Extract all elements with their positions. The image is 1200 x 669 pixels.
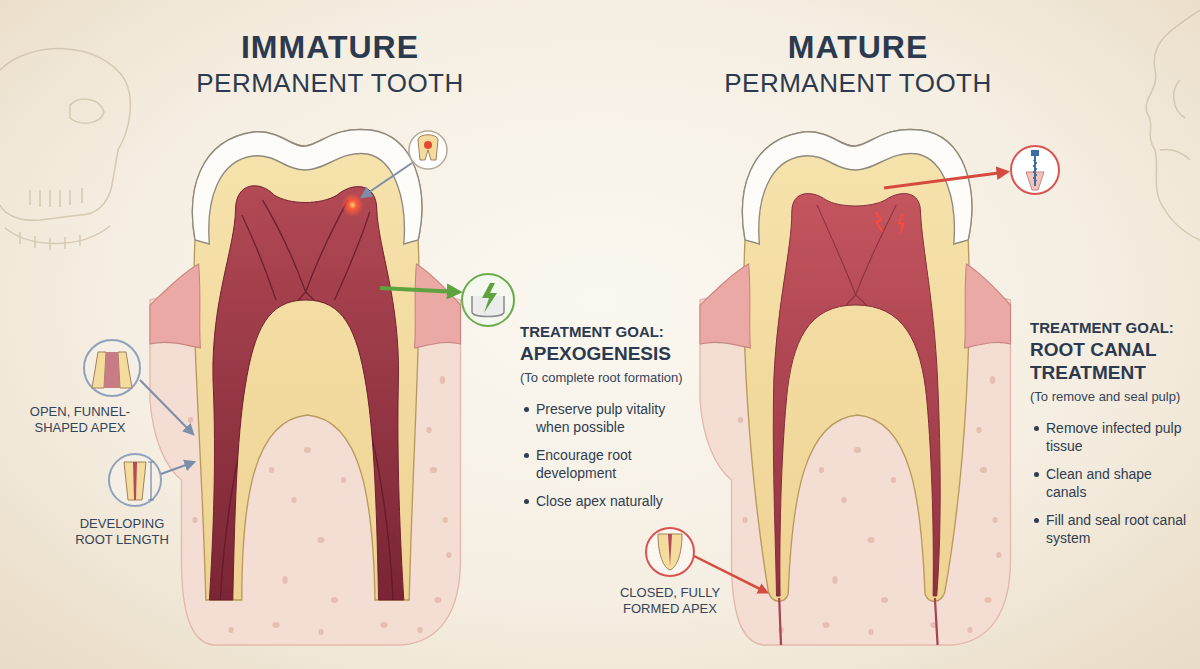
bullet-text: Remove infected pulp tissue	[1046, 419, 1188, 455]
closed-apex-callout	[646, 528, 694, 576]
root-length-callout	[124, 462, 146, 500]
skull-sketch	[0, 49, 130, 221]
panel-subheading: PERMANENT TOOTH	[130, 68, 530, 98]
immature-tooth	[150, 129, 461, 645]
bullet-text: Close apex naturally	[536, 492, 691, 510]
goal-name: ROOT CANAL TREATMENT	[1030, 338, 1188, 384]
bullet-text: Clean and shape canals	[1046, 465, 1188, 501]
apexogenesis-callout	[380, 274, 514, 326]
inflammation-callout	[418, 135, 438, 160]
apexogenesis-callout	[462, 274, 514, 326]
bullet-text: Fill and seal root canal system	[1046, 511, 1188, 547]
pulp-vessels	[778, 205, 935, 600]
bullet-dot	[524, 453, 529, 458]
callout-label: DEVELOPING ROOT LENGTH	[62, 516, 182, 548]
skull-sketch	[20, 232, 80, 250]
skull-sketch	[70, 99, 104, 123]
root-canal-callout	[884, 172, 1006, 188]
inflammation-callout	[409, 131, 447, 169]
enamel	[192, 129, 421, 244]
inflammation-callout	[362, 163, 412, 197]
panel-heading: MATURE	[658, 28, 1058, 66]
pulp	[209, 186, 403, 600]
bullet-text: Encourage root development	[536, 446, 691, 482]
pulp-vessels	[856, 295, 935, 600]
dentin	[742, 129, 971, 601]
infection-mark	[876, 212, 904, 233]
apexogenesis-callout	[380, 288, 458, 292]
closed-apex-callout	[646, 528, 766, 592]
inflamed-spot	[342, 193, 364, 217]
root-canal-callout	[1011, 146, 1059, 194]
open-apex-callout	[140, 380, 193, 434]
mature-tooth	[700, 264, 1011, 348]
closed-apex-callout	[658, 534, 682, 570]
pulp-vessels	[335, 212, 370, 300]
open-apex-callout	[118, 352, 132, 388]
face-sketch	[1160, 149, 1190, 160]
pulp-vessels	[856, 205, 897, 295]
enamel	[742, 129, 971, 244]
pulp	[773, 194, 940, 596]
apexogenesis-callout	[482, 283, 497, 313]
root-length-callout	[148, 462, 154, 500]
inflammation-callout	[362, 131, 447, 197]
dentin	[192, 129, 421, 600]
pulp-vessels	[306, 292, 393, 600]
open-apex-callout	[104, 352, 120, 388]
open-apex-callout	[92, 352, 106, 388]
root-length-callout	[161, 462, 194, 474]
root-canal-callout	[1034, 156, 1036, 186]
goal-note: (To remove and seal pulp)	[1030, 388, 1188, 405]
bullet-dot	[1034, 518, 1039, 523]
root-canal-callout	[884, 146, 1059, 194]
skull-sketch	[30, 188, 82, 207]
bullet-dot	[1034, 426, 1039, 431]
pulp-vessels	[220, 200, 393, 600]
closed-apex-callout	[668, 534, 672, 566]
pulp-vessels	[778, 295, 855, 600]
open-apex-callout	[84, 340, 140, 396]
goal-name: APEXOGENESIS	[520, 342, 695, 365]
pulp-vessels	[817, 205, 856, 295]
root-canal-callout	[1033, 160, 1037, 181]
goal-heading: TREATMENT GOAL:	[520, 322, 695, 341]
callout-label: OPEN, FUNNEL-SHAPED APEX	[20, 404, 140, 436]
face-sketch	[1146, 10, 1200, 240]
skull-sketch	[0, 49, 130, 250]
bullet-dot	[524, 499, 529, 504]
face-sketch	[1146, 10, 1200, 240]
bullet-dot	[1034, 472, 1039, 477]
pulp-vessels	[242, 215, 276, 300]
callout-label: CLOSED, FULLY FORMED APEX	[605, 585, 735, 617]
bullet-text: Preserve pulp vitality when possible	[536, 400, 691, 436]
root-canal-callout	[1031, 150, 1039, 156]
immature-tooth	[150, 264, 461, 348]
mature-tooth	[700, 129, 1011, 645]
panel-subheading: PERMANENT TOOTH	[658, 68, 1058, 98]
pulp-vessels	[220, 292, 306, 600]
open-apex-callout	[84, 340, 193, 434]
apical-nerve	[779, 598, 937, 645]
pulp-vessels	[306, 200, 348, 292]
root-length-callout	[109, 454, 161, 506]
inflammation-callout	[424, 141, 432, 149]
panel-heading: IMMATURE	[130, 28, 530, 66]
goal-note: (To complete root formation)	[520, 369, 695, 386]
face-sketch	[1174, 80, 1185, 118]
goal-heading: TREATMENT GOAL:	[1030, 318, 1188, 337]
bullet-dot	[524, 407, 529, 412]
root-length-callout	[133, 462, 137, 500]
root-length-callout	[109, 454, 194, 506]
